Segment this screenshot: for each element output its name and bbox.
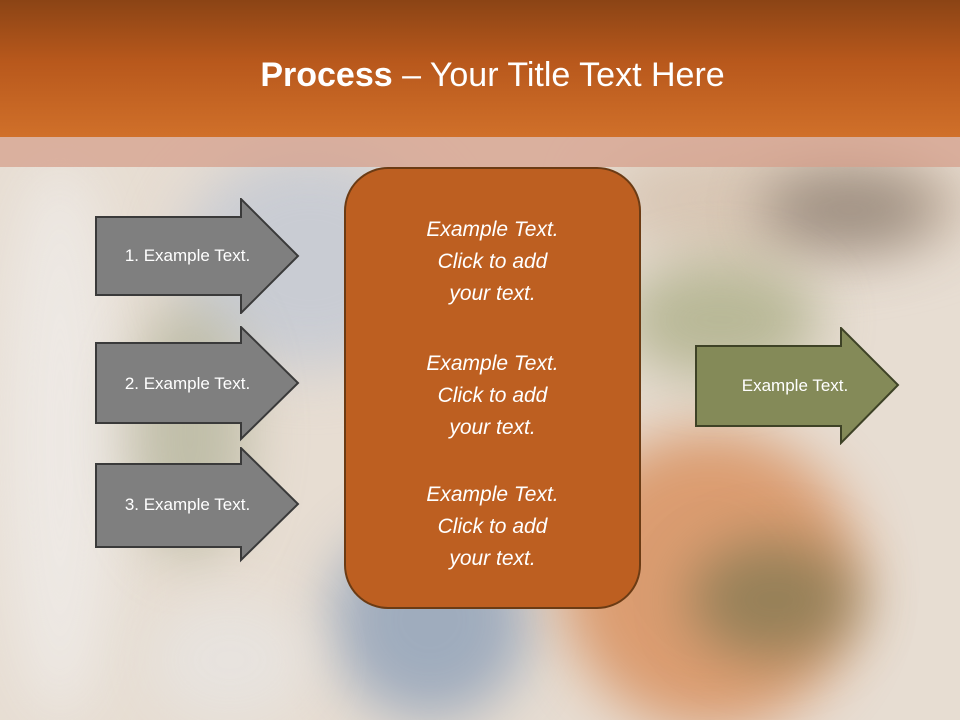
center-block-1-line2: Click to add	[437, 250, 548, 273]
header-band	[0, 137, 960, 167]
process-arrow-3[interactable]: 3. Example Text.	[95, 447, 300, 563]
process-arrow-1-label: 1. Example Text.	[124, 246, 251, 265]
center-block-3-line3: your text.	[449, 547, 536, 570]
center-block-3-line1: Example Text.	[426, 483, 559, 506]
process-arrow-1[interactable]: 1. Example Text.	[95, 198, 300, 314]
center-block-2-line3: your text.	[449, 416, 536, 439]
process-arrow-3-label: 3. Example Text.	[124, 495, 251, 514]
center-block-2-line1: Example Text.	[426, 352, 559, 375]
center-block-3-line2: Click to add	[437, 515, 548, 538]
center-block-1-line3: your text.	[449, 282, 536, 305]
result-arrow-label: Example Text.	[741, 376, 849, 395]
center-process-box[interactable]: Example Text. Click to add your text. Ex…	[344, 167, 641, 609]
center-block-2-line2: Click to add	[437, 384, 548, 407]
title-header	[0, 0, 960, 137]
title-bold: Process	[260, 56, 393, 94]
center-block-1-line1: Example Text.	[426, 218, 559, 241]
center-block-1: Example Text. Click to add your text.	[346, 214, 639, 310]
slide-title[interactable]: Process – Your Title Text Here	[0, 52, 960, 98]
title-rest: – Your Title Text Here	[392, 56, 725, 94]
process-arrow-2[interactable]: 2. Example Text.	[95, 326, 300, 442]
result-arrow[interactable]: Example Text.	[695, 327, 900, 445]
process-arrow-2-label: 2. Example Text.	[124, 374, 251, 393]
center-block-3: Example Text. Click to add your text.	[346, 479, 639, 575]
center-block-2: Example Text. Click to add your text.	[346, 348, 639, 444]
